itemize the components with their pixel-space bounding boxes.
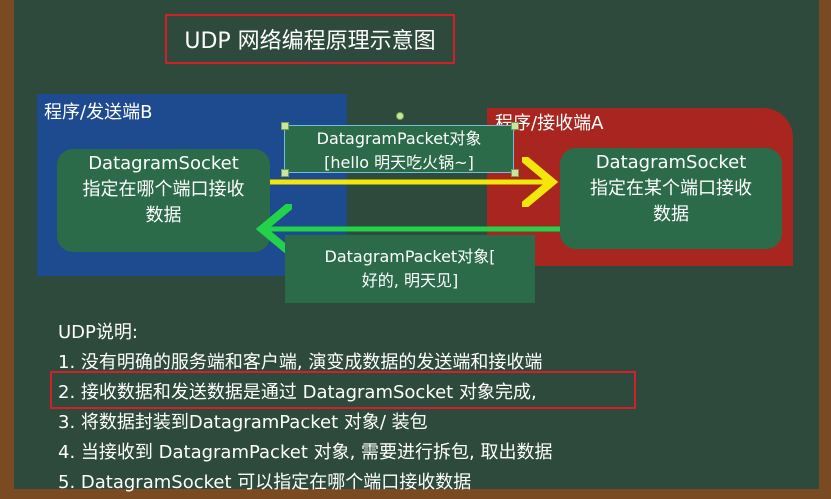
packet-to-sender-line1: DatagramPacket对象[ bbox=[324, 247, 496, 266]
packet-to-sender-line2: 好的, 明天见] bbox=[361, 271, 459, 290]
resize-handle-nw[interactable] bbox=[281, 122, 289, 130]
title-text: UDP 网络编程原理示意图 bbox=[184, 29, 436, 54]
notes-heading: UDP说明: bbox=[58, 322, 138, 343]
resize-handle-sw[interactable] bbox=[281, 169, 289, 177]
highlight-box bbox=[50, 371, 636, 409]
receiver-socket-desc-2: 数据 bbox=[653, 204, 689, 225]
page-title: UDP 网络编程原理示意图 bbox=[165, 14, 455, 64]
note-item: 3. 将数据封装到DatagramPacket 对象/ 装包 bbox=[58, 412, 428, 433]
receiver-socket-title: DatagramSocket bbox=[595, 152, 747, 173]
note-item: 4. 当接收到 DatagramPacket 对象, 需要进行拆包, 取出数据 bbox=[58, 442, 553, 463]
sender-socket-desc: 指定在哪个端口接收 bbox=[82, 179, 245, 200]
packet-to-receiver[interactable]: DatagramPacket对象 [hello 明天吃火锅~] bbox=[284, 125, 514, 173]
rotate-handle[interactable] bbox=[396, 112, 404, 120]
note-item: 2. 接收数据和发送数据是通过 DatagramSocket 对象完成, bbox=[58, 382, 537, 403]
packet-to-sender: DatagramPacket对象[ 好的, 明天见] bbox=[285, 235, 535, 303]
packet-to-receiver-line1: DatagramPacket对象 bbox=[316, 129, 482, 148]
packet-to-receiver-line2: [hello 明天吃火锅~] bbox=[324, 153, 474, 172]
note-item: 1. 没有明确的服务端和客户端, 演变成数据的发送端和接收端 bbox=[58, 352, 543, 373]
receiver-socket-box: DatagramSocket 指定在某个端口接收 数据 bbox=[560, 148, 782, 249]
sender-socket-title: DatagramSocket bbox=[88, 153, 239, 174]
receiver-socket-desc: 指定在某个端口接收 bbox=[590, 178, 752, 199]
sender-socket-desc-2: 数据 bbox=[145, 205, 182, 226]
note-item: 5. DatagramSocket 可以指定在哪个端口接收数据 bbox=[58, 472, 472, 493]
sender-socket-box: DatagramSocket 指定在哪个端口接收 数据 bbox=[57, 149, 270, 252]
udp-notes: UDP说明: 1. 没有明确的服务端和客户端, 演变成数据的发送端和接收端 2.… bbox=[58, 318, 552, 498]
sender-label: 程序/发送端B bbox=[44, 102, 153, 123]
receiver-label: 程序/接收端A bbox=[495, 113, 604, 134]
resize-handle-se[interactable] bbox=[511, 169, 519, 177]
resize-handle-ne[interactable] bbox=[511, 122, 519, 130]
